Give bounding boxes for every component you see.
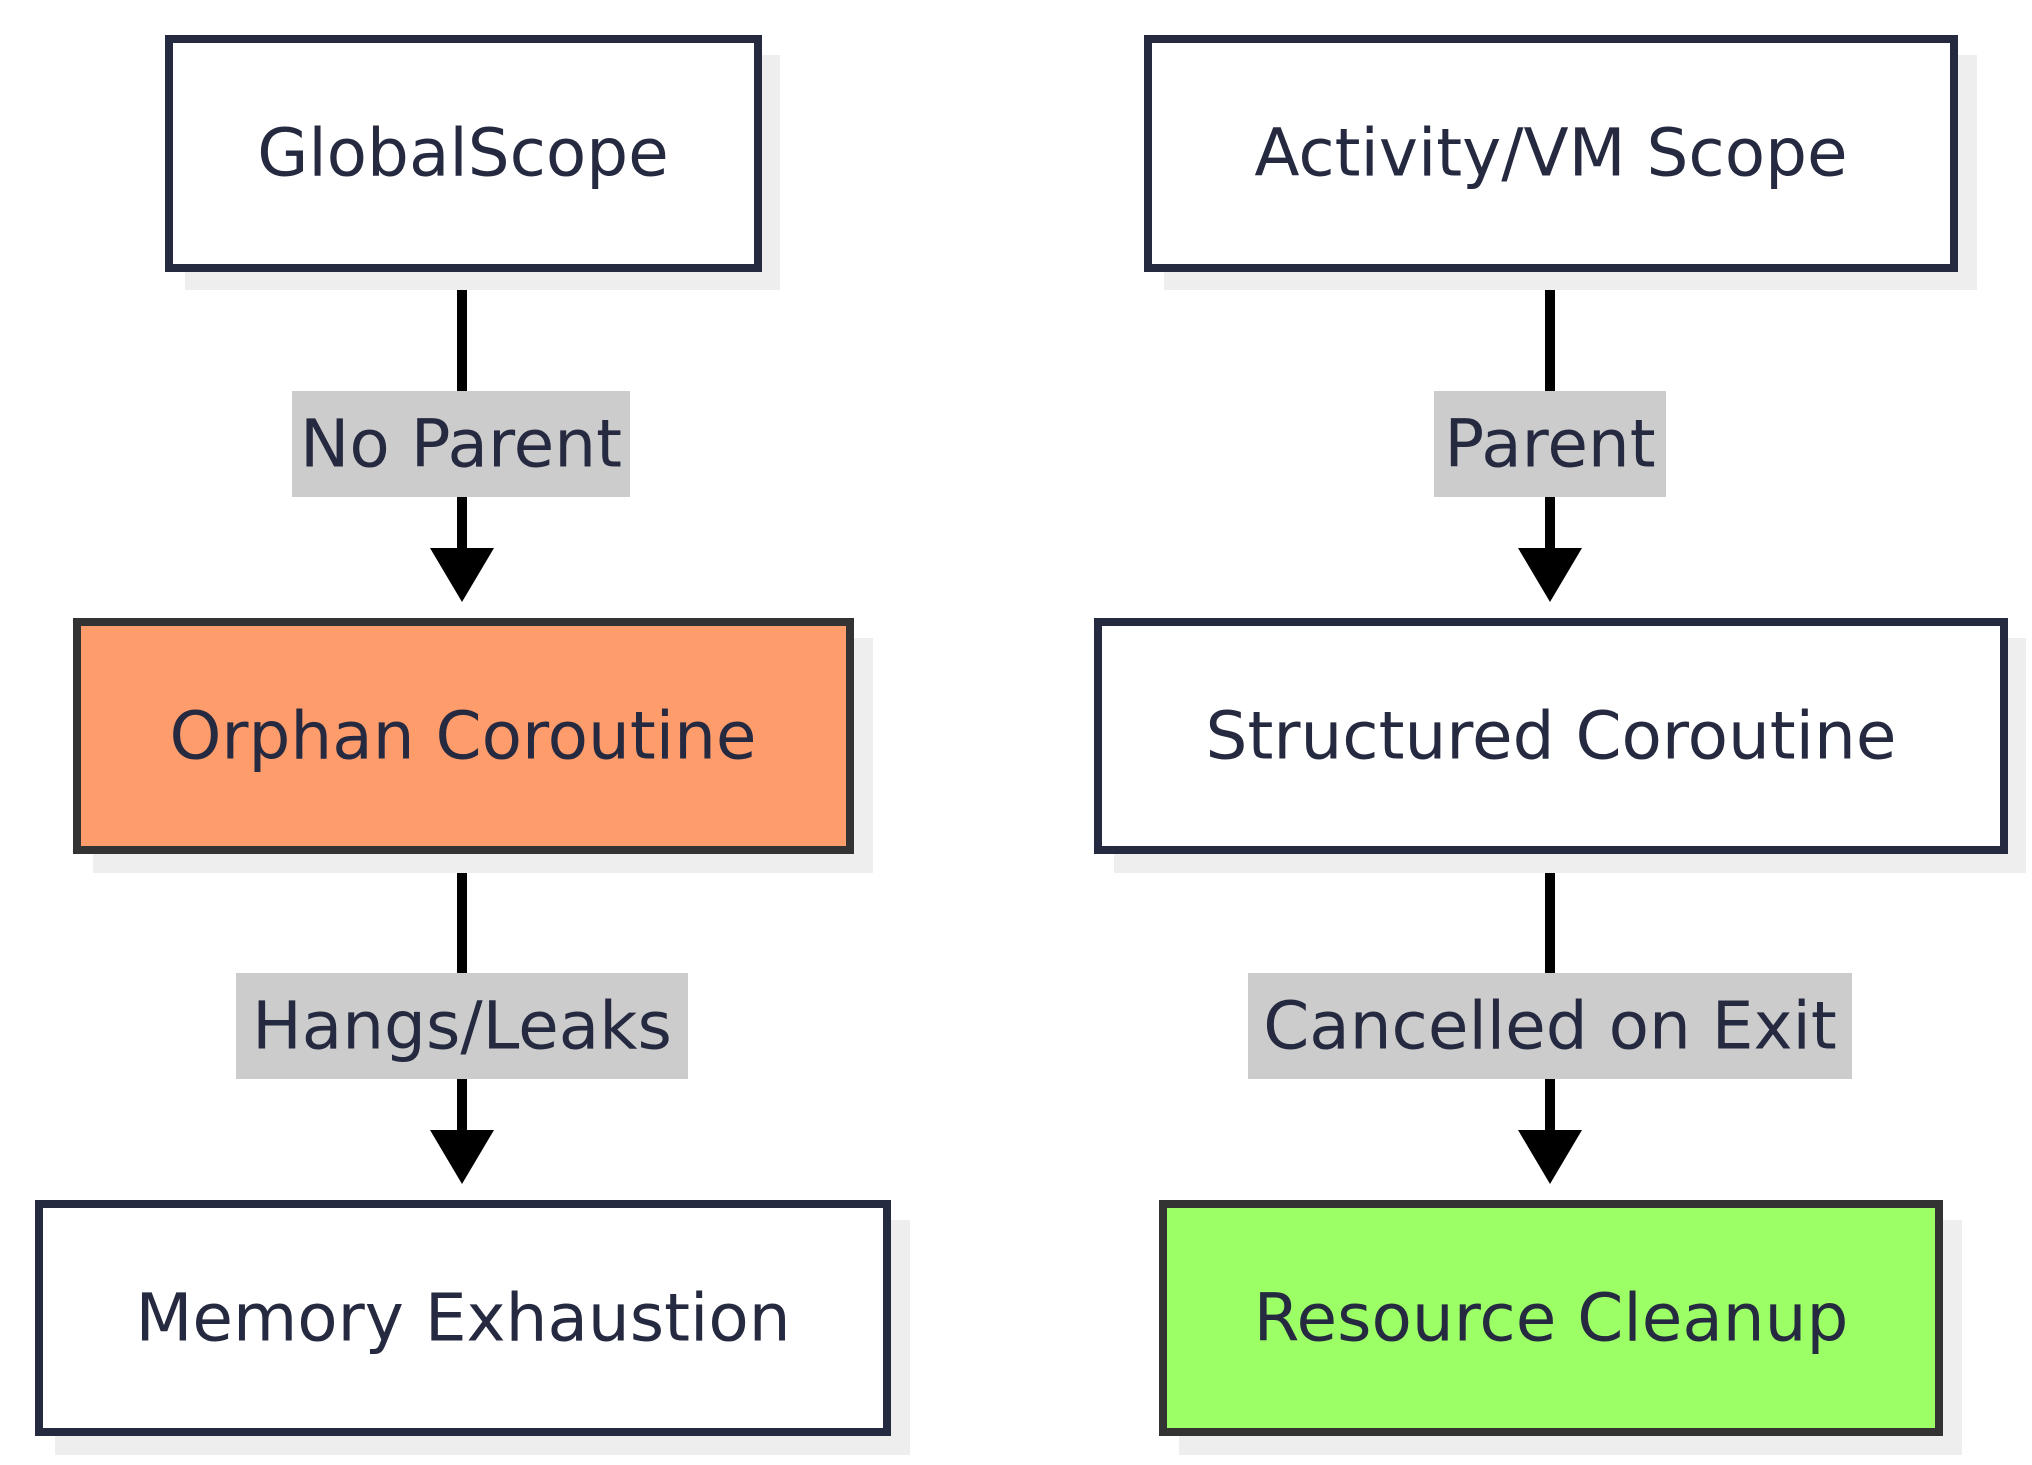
node-label: Memory Exhaustion (135, 1280, 790, 1357)
edge-label-background (236, 973, 688, 1079)
edge-label-hangs-leaks: Hangs/Leaks (236, 973, 688, 1079)
edge-label-background (1434, 391, 1666, 497)
node-label: GlobalScope (257, 115, 669, 192)
arrowhead-icon (430, 548, 494, 602)
arrowhead-icon (1518, 1130, 1582, 1184)
arrowhead-icon (430, 1130, 494, 1184)
node-box (1094, 618, 2008, 854)
node-label: Activity/VM Scope (1254, 115, 1847, 192)
edge-label-no-parent: No Parent (292, 391, 630, 497)
node-global-scope[interactable]: GlobalScope (165, 35, 780, 290)
node-box (73, 618, 854, 854)
edge-label-background (1248, 973, 1852, 1079)
node-box (35, 1200, 891, 1436)
edge-label-cancelled-on-exit: Cancelled on Exit (1248, 973, 1852, 1079)
edge-label-background (292, 391, 630, 497)
node-label: Resource Cleanup (1254, 1280, 1849, 1357)
node-label: Structured Coroutine (1206, 698, 1897, 775)
node-label: Orphan Coroutine (169, 698, 756, 775)
node-structured-coroutine[interactable]: Structured Coroutine (1094, 618, 2026, 873)
arrowhead-icon (1518, 548, 1582, 602)
node-activity-vm-scope[interactable]: Activity/VM Scope (1144, 35, 1977, 290)
node-resource-cleanup[interactable]: Resource Cleanup (1159, 1200, 1962, 1455)
edge-label-text: Parent (1444, 406, 1655, 483)
nodes: GlobalScope Orphan Coroutine Memory Exha… (35, 35, 2026, 1455)
edge-labels: No Parent Hangs/Leaks Parent Cancelled o… (236, 391, 1852, 1079)
edge-label-text: No Parent (300, 406, 622, 483)
node-box (1144, 35, 1958, 272)
edge-label-text: Hangs/Leaks (252, 988, 672, 1065)
edge-label-text: Cancelled on Exit (1263, 988, 1837, 1065)
node-memory-exhaustion[interactable]: Memory Exhaustion (35, 1200, 910, 1455)
edge-label-parent: Parent (1434, 391, 1666, 497)
node-box (165, 35, 762, 272)
node-orphan-coroutine[interactable]: Orphan Coroutine (73, 618, 873, 873)
node-box (1159, 1200, 1943, 1436)
